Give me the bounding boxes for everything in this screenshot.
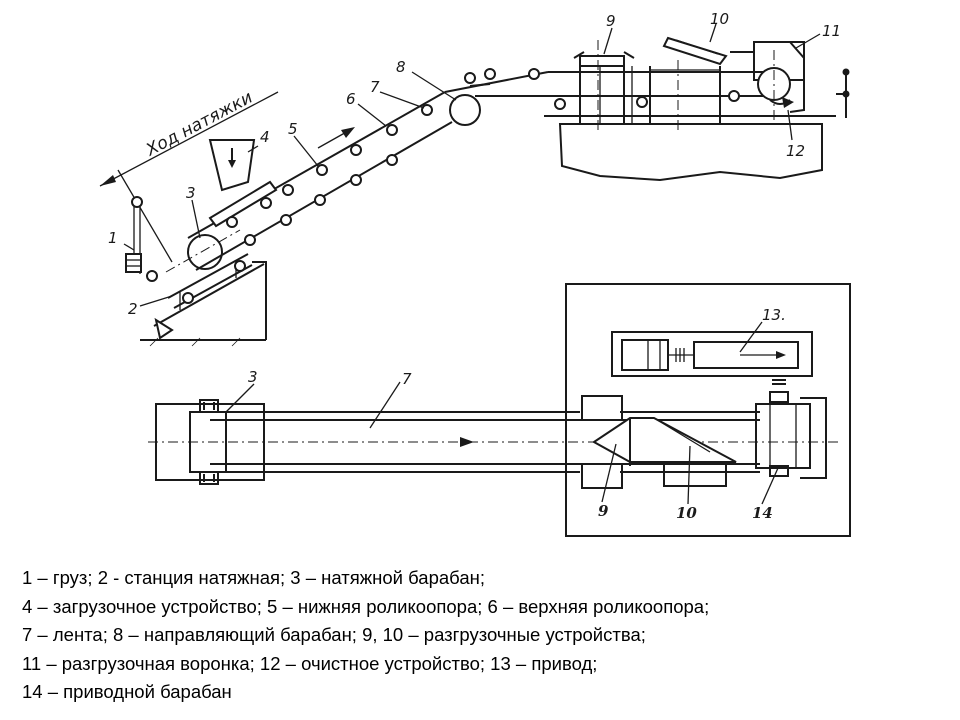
callout-8: 8 — [396, 58, 406, 76]
stroke-arrow-head — [100, 175, 116, 186]
callout-6: 6 — [346, 90, 356, 108]
legend-line: 11 – разгрузочная воронка; 12 – очистное… — [22, 652, 598, 674]
callout-1: 1 — [108, 229, 118, 247]
upper-idlers-incline — [226, 104, 433, 246]
lower-idlers-incline — [146, 260, 246, 304]
unloader-10-box — [663, 463, 727, 487]
limit-switch — [836, 68, 850, 118]
plan-callout-10: 10 — [676, 504, 697, 522]
unloader-9-top — [581, 395, 623, 421]
tension-bearings — [199, 399, 219, 485]
callout-9: 9 — [606, 12, 616, 30]
plan-callout-7: 7 — [402, 370, 412, 388]
elevation-view: Ход натяжки — [99, 10, 850, 347]
tension-station — [140, 253, 267, 347]
drive-drum-plan — [755, 403, 811, 469]
foundation — [558, 123, 823, 182]
callout-2: 2 — [128, 300, 138, 318]
callout-11: 11 — [822, 22, 841, 40]
plan-view: 13. — [148, 283, 851, 537]
weight — [125, 196, 143, 274]
callout-4: 4 — [260, 128, 270, 146]
guide-drum — [449, 94, 481, 126]
unloading-device-10 — [649, 36, 728, 124]
unloading-device-9 — [573, 51, 635, 124]
drive-bearings — [769, 379, 789, 477]
legend-line: 14 – приводной барабан — [22, 681, 232, 702]
callout-5: 5 — [288, 120, 298, 138]
plan-callout-14: 14 — [752, 504, 773, 522]
callout-12: 12 — [786, 142, 805, 160]
plan-callout-3: 3 — [248, 368, 258, 386]
stroke-extension-line — [117, 169, 173, 263]
drive-enclosure — [565, 283, 851, 537]
legend-line: 1 – груз; 2 - станция натяжная; 3 – натя… — [22, 567, 485, 588]
drive-unit — [611, 321, 813, 377]
tension-drum-axis — [165, 229, 241, 273]
legend-line: 4 – загрузочное устройство; 5 – нижняя р… — [22, 595, 710, 617]
unloader-9-bottom — [581, 463, 623, 489]
idlers-horizontal — [464, 68, 740, 110]
plan-direction-arrow — [460, 437, 474, 447]
conveyor-diagram: Ход натяжки — [99, 10, 851, 537]
plan-callout-9: 9 — [598, 502, 609, 520]
loading-device — [208, 139, 278, 228]
tension-stroke-line — [99, 91, 279, 187]
callout-7: 7 — [370, 78, 380, 96]
callout-10: 10 — [710, 10, 729, 28]
legend: 1 – груз; 2 - станция натяжная; 3 – натя… — [22, 564, 952, 707]
legend-line: 7 – лента; 8 – направляющий барабан; 9, … — [22, 624, 646, 645]
callout-3: 3 — [186, 184, 196, 202]
callout-13: 13. — [762, 306, 786, 324]
